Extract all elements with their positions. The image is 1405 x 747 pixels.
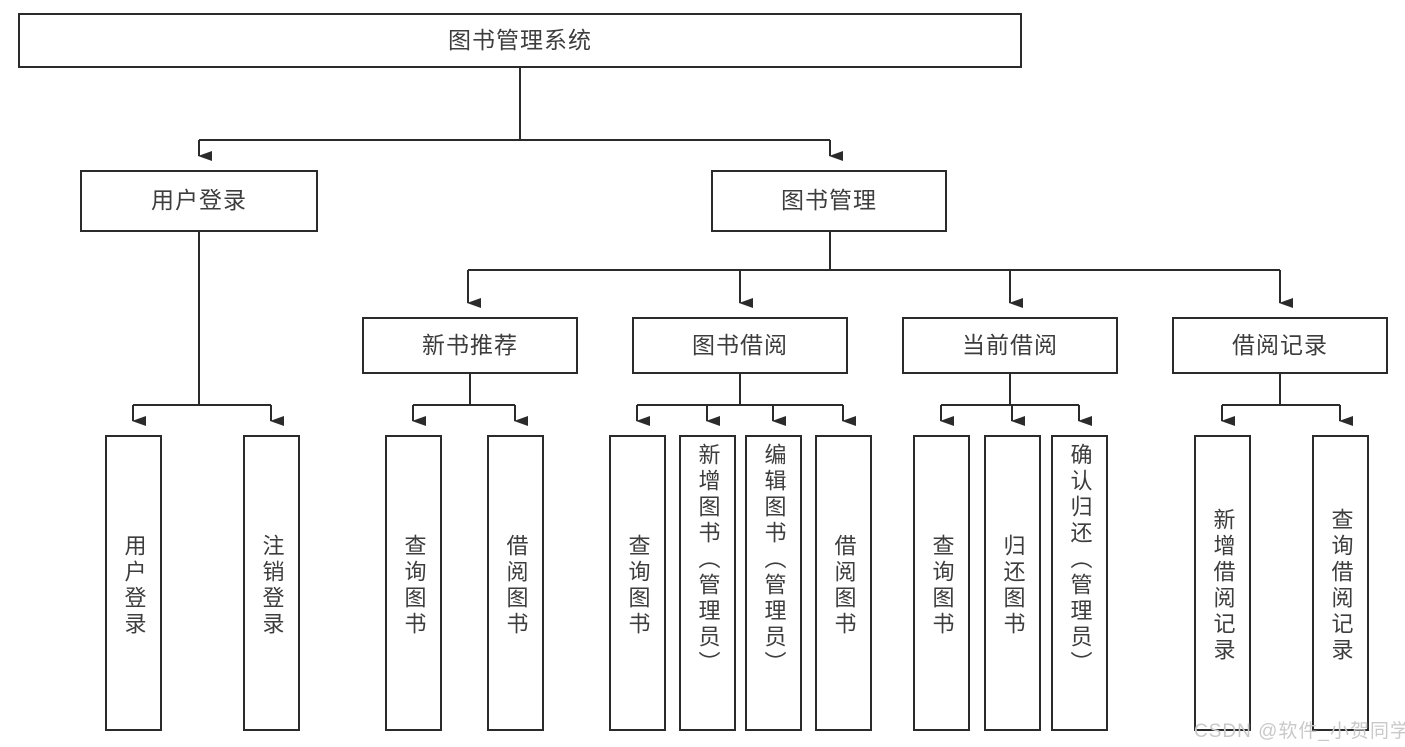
leaf-user-login-label: 用户登录: [121, 534, 147, 638]
node-user-login-label: 用户登录: [151, 187, 247, 214]
node-borrow-record-label: 借阅记录: [1232, 331, 1328, 358]
node-borrow-record[interactable]: 借阅记录: [1172, 317, 1388, 374]
leaf-query-borrow-record[interactable]: 查询借阅记录: [1312, 435, 1369, 731]
leaf-query-book-borrow[interactable]: 查询图书: [609, 435, 666, 731]
node-book-management-label: 图书管理: [781, 187, 877, 214]
leaf-query-book-current[interactable]: 查询图书: [913, 435, 970, 731]
leaf-edit-book-admin-label: 编辑图书（管理员）: [761, 443, 787, 677]
node-book-borrow[interactable]: 图书借阅: [632, 317, 848, 374]
watermark: CSDN @软件_小贺同学: [1194, 721, 1405, 742]
node-new-book-recommend-label: 新书推荐: [422, 331, 518, 358]
leaf-add-borrow-record-label: 新增借阅记录: [1210, 508, 1236, 664]
leaf-edit-book-admin[interactable]: 编辑图书（管理员）: [745, 435, 802, 731]
leaf-add-borrow-record[interactable]: 新增借阅记录: [1194, 435, 1251, 731]
leaf-confirm-return-admin[interactable]: 确认归还（管理员）: [1051, 435, 1108, 731]
leaf-borrow-book-label: 借阅图书: [831, 534, 857, 638]
leaf-borrow-book-newbook-label: 借阅图书: [503, 534, 529, 638]
leaf-borrow-book-newbook[interactable]: 借阅图书: [487, 435, 544, 731]
leaf-query-book-newbook[interactable]: 查询图书: [385, 435, 442, 731]
node-root-label: 图书管理系统: [448, 26, 592, 53]
leaf-query-book-current-label: 查询图书: [929, 534, 955, 638]
node-user-login[interactable]: 用户登录: [80, 170, 318, 232]
leaf-return-book-label: 归还图书: [1000, 534, 1026, 638]
leaf-logout[interactable]: 注销登录: [243, 435, 300, 731]
node-book-borrow-label: 图书借阅: [692, 331, 788, 358]
leaf-user-login[interactable]: 用户登录: [105, 435, 162, 731]
leaf-add-book-admin[interactable]: 新增图书（管理员）: [679, 435, 736, 731]
node-new-book-recommend[interactable]: 新书推荐: [362, 317, 578, 374]
leaf-return-book[interactable]: 归还图书: [984, 435, 1041, 731]
leaf-query-book-newbook-label: 查询图书: [401, 534, 427, 638]
leaf-query-book-borrow-label: 查询图书: [625, 534, 651, 638]
node-root[interactable]: 图书管理系统: [18, 13, 1022, 68]
node-current-borrow-label: 当前借阅: [962, 331, 1058, 358]
leaf-logout-label: 注销登录: [259, 534, 285, 638]
leaf-add-book-admin-label: 新增图书（管理员）: [695, 443, 721, 677]
leaf-query-borrow-record-label: 查询借阅记录: [1328, 508, 1354, 664]
leaf-confirm-return-admin-label: 确认归还（管理员）: [1067, 443, 1093, 677]
node-book-management[interactable]: 图书管理: [711, 170, 947, 232]
leaf-borrow-book[interactable]: 借阅图书: [815, 435, 872, 731]
node-current-borrow[interactable]: 当前借阅: [902, 317, 1118, 374]
